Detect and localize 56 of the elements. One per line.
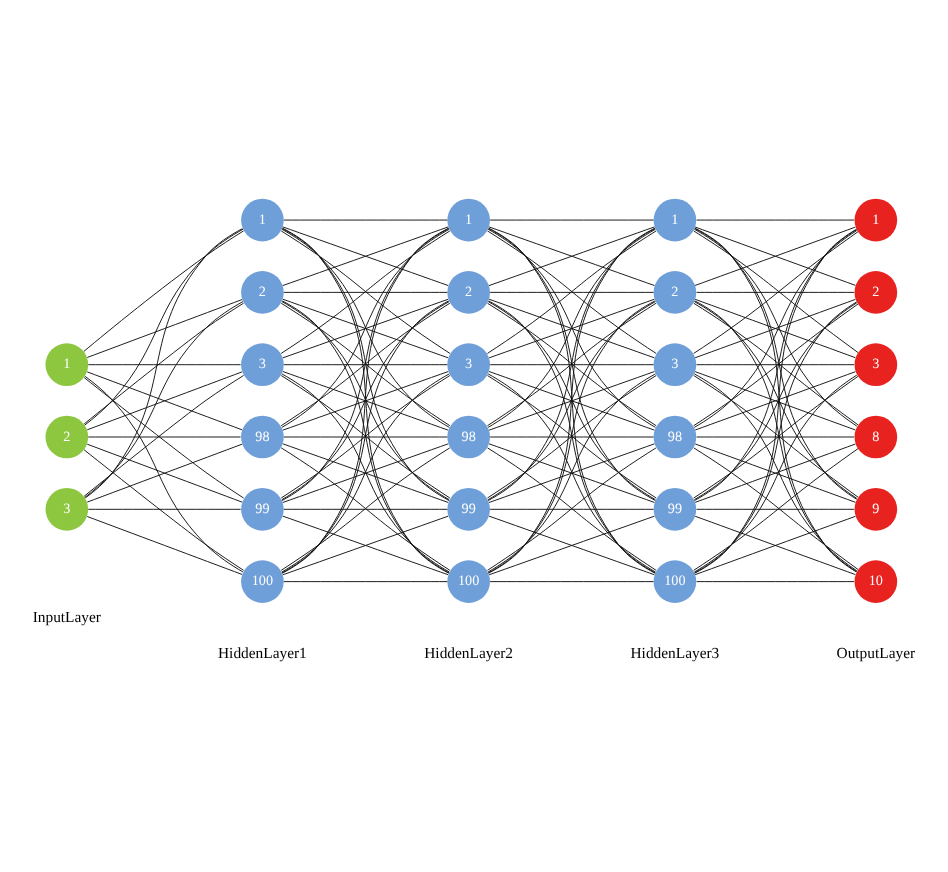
connector <box>489 363 654 365</box>
connector <box>87 363 242 365</box>
connector <box>87 435 242 437</box>
connector <box>282 514 449 575</box>
connector <box>280 374 451 498</box>
connector <box>694 370 856 430</box>
connector <box>696 580 855 582</box>
connector <box>283 290 448 292</box>
connector <box>86 370 243 430</box>
connector <box>489 290 654 292</box>
connector <box>489 435 654 437</box>
connector <box>84 227 243 498</box>
connector <box>696 363 855 365</box>
connector <box>488 370 655 430</box>
connector <box>488 442 655 502</box>
connector <box>694 297 856 358</box>
connector <box>487 372 656 572</box>
connector <box>488 514 655 575</box>
connector <box>281 226 450 573</box>
connector <box>281 227 450 427</box>
connector <box>489 507 654 509</box>
connector <box>86 442 243 502</box>
connector <box>84 227 244 425</box>
connector <box>696 507 855 509</box>
connector <box>282 297 449 358</box>
connector <box>283 507 448 509</box>
connector <box>86 298 243 357</box>
connector <box>694 514 856 575</box>
connector <box>488 226 656 573</box>
connector <box>694 442 856 502</box>
connector <box>84 374 244 572</box>
connector <box>283 435 448 437</box>
connector <box>283 363 448 365</box>
connector <box>696 290 855 292</box>
connector <box>84 300 244 497</box>
connector <box>487 300 656 500</box>
connector <box>488 225 655 286</box>
connector <box>283 580 448 582</box>
connector <box>488 297 655 358</box>
connector <box>83 448 245 570</box>
connector <box>280 229 451 353</box>
connector <box>281 300 450 500</box>
connector <box>282 370 449 430</box>
connector <box>696 435 855 437</box>
connector <box>86 515 243 574</box>
connector <box>694 225 856 285</box>
connector <box>280 446 451 570</box>
connector <box>281 372 450 572</box>
connector <box>83 229 245 351</box>
connector <box>282 225 449 286</box>
connector <box>489 580 654 582</box>
connector <box>83 301 245 424</box>
connector <box>280 301 451 426</box>
connector <box>282 442 449 502</box>
connector <box>487 227 656 427</box>
connector <box>87 507 242 509</box>
